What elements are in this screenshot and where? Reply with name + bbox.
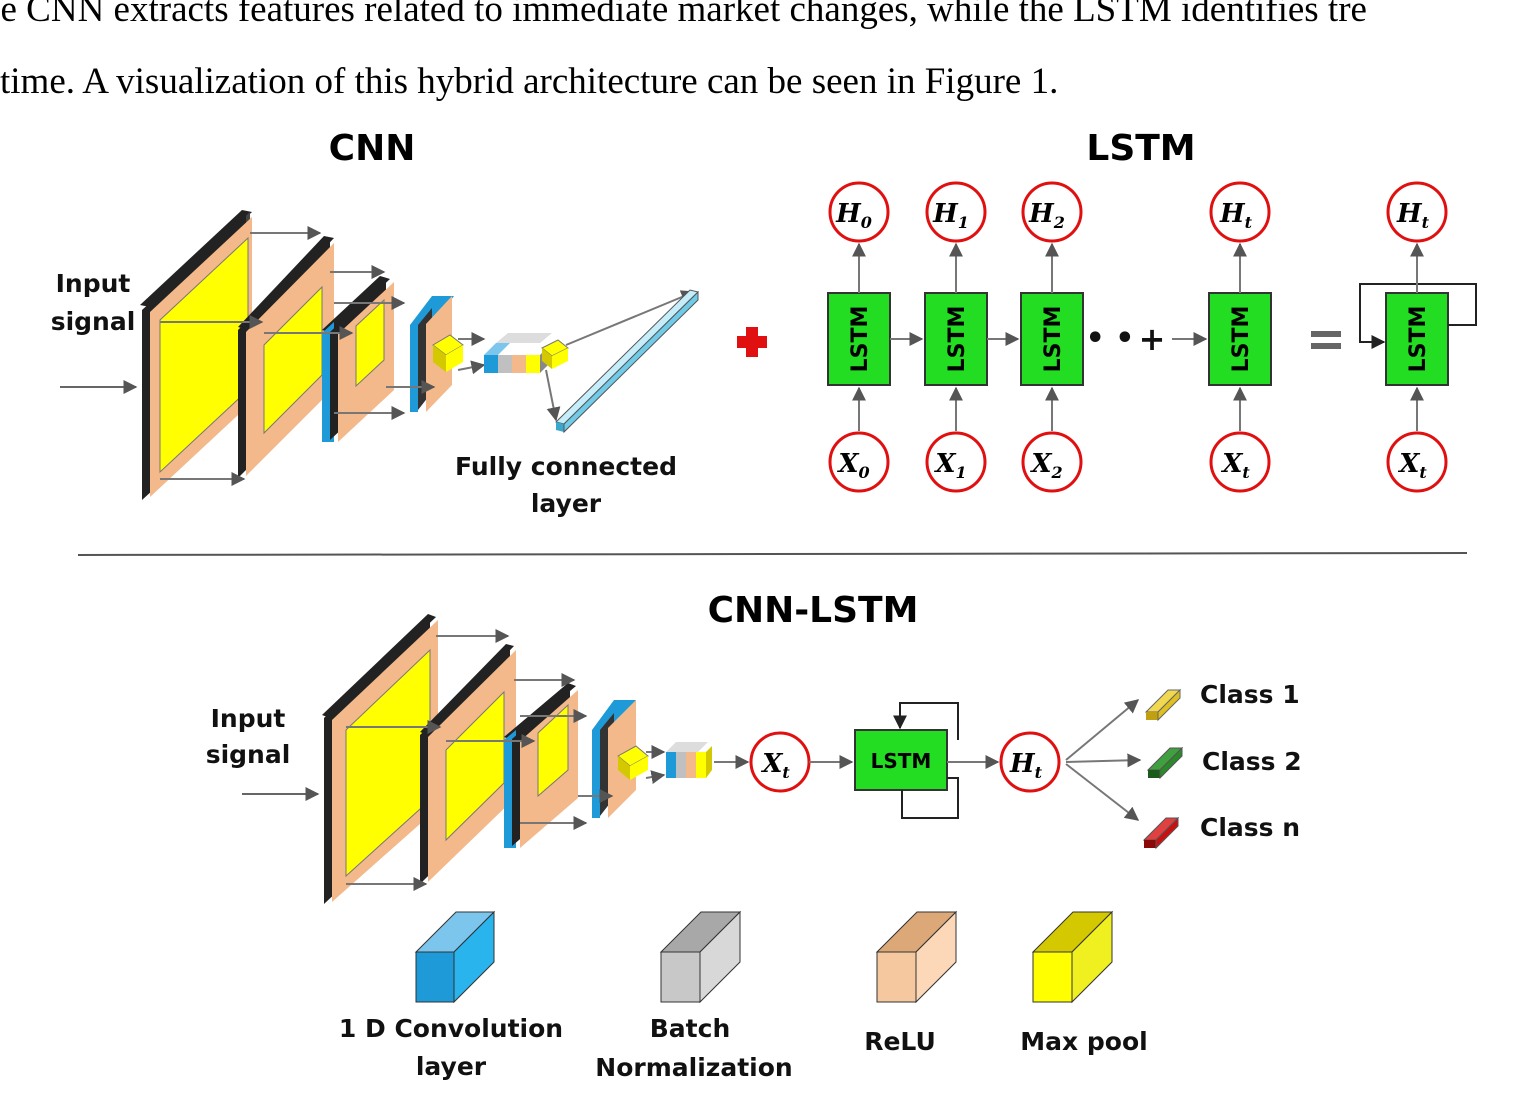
cnn-arrows xyxy=(160,226,486,486)
section-divider xyxy=(77,552,1468,556)
svg-text:X0: X0 xyxy=(836,449,869,482)
hidden-state-h0: H0 xyxy=(828,181,890,243)
cnn-block-2 xyxy=(238,236,334,478)
hybrid-hidden-ht: Ht xyxy=(999,731,1061,793)
paragraph-line-1: ne CNN extracts features related to imme… xyxy=(0,0,1367,30)
cnn-block-1 xyxy=(140,210,252,500)
class-arrows xyxy=(1065,699,1142,821)
legend-conv-label-line2: layer xyxy=(416,1052,487,1081)
lstm-title: LSTM xyxy=(1086,128,1195,169)
fc-label-line2: layer xyxy=(531,489,602,518)
lstm-cell-2: LSTM xyxy=(1020,292,1084,386)
svg-text:Ht: Ht xyxy=(1009,749,1043,782)
hybrid-cnn-arrows xyxy=(346,629,666,891)
hidden-state-h1: H1 xyxy=(925,181,987,243)
class-n-icon xyxy=(1142,816,1180,850)
hidden-state-ht: Ht xyxy=(1209,181,1271,243)
input-x2: X2 xyxy=(1021,431,1083,493)
hidden-state-ht-rolled: Ht xyxy=(1386,181,1448,243)
legend-conv-cube xyxy=(414,910,496,1004)
input-x0: X0 xyxy=(828,431,890,493)
legend-bn-label-line2: Normalization xyxy=(595,1053,792,1082)
svg-text:Xt: Xt xyxy=(760,749,790,782)
lstm-vertical-arrows xyxy=(852,242,1424,431)
lstm-cell-0: LSTM xyxy=(827,292,891,386)
legend-relu-cube xyxy=(875,910,958,1004)
paragraph-line-2: time. A visualization of this hybrid arc… xyxy=(0,62,1059,102)
cnn-feature-stack xyxy=(484,333,569,373)
legend-maxpool-cube xyxy=(1031,910,1114,1004)
input-label-line2: signal xyxy=(51,307,136,336)
svg-text:LSTM: LSTM xyxy=(1041,306,1066,373)
equals-icon xyxy=(1311,331,1341,349)
svg-text:H2: H2 xyxy=(1028,199,1065,232)
legend-bn-label-line1: Batch xyxy=(650,1014,731,1043)
input-xt: Xt xyxy=(1209,431,1271,493)
lstm-plus: + xyxy=(1139,320,1166,358)
hybrid-input-label-line1: Input xyxy=(211,704,286,733)
svg-text:LSTM: LSTM xyxy=(945,306,970,373)
hybrid-cnn-block-3 xyxy=(504,683,578,848)
svg-text:LSTM: LSTM xyxy=(848,306,873,373)
fully-connected-layer xyxy=(555,289,699,434)
svg-text:X2: X2 xyxy=(1029,449,1062,482)
svg-text:Xt: Xt xyxy=(1220,449,1250,482)
class-n-label: Class n xyxy=(1200,813,1300,842)
hidden-state-h2: H2 xyxy=(1021,181,1083,243)
cnn-title: CNN xyxy=(329,128,416,169)
input-xt-rolled: Xt xyxy=(1386,431,1448,493)
cnn-block-4 xyxy=(410,296,464,412)
class-2-icon xyxy=(1146,746,1184,780)
svg-text:H0: H0 xyxy=(835,199,872,232)
hybrid-cnn-block-4 xyxy=(592,700,649,818)
cnn-block-3 xyxy=(322,276,394,442)
lstm-ellipsis: • • xyxy=(1086,321,1135,356)
legend-batchnorm-cube xyxy=(659,910,742,1004)
svg-text:X1: X1 xyxy=(933,449,966,482)
svg-text:LSTM: LSTM xyxy=(1229,306,1254,373)
svg-text:H1: H1 xyxy=(932,199,969,232)
svg-text:LSTM: LSTM xyxy=(1406,306,1431,373)
fc-label-line1: Fully connected xyxy=(455,452,677,481)
hybrid-cnn-block-2 xyxy=(420,644,516,884)
class-2-label: Class 2 xyxy=(1202,747,1302,776)
lstm-cell-t: LSTM xyxy=(1208,292,1272,386)
svg-text:Ht: Ht xyxy=(1219,199,1253,232)
svg-text:Ht: Ht xyxy=(1396,199,1430,232)
svg-text:LSTM: LSTM xyxy=(871,749,932,773)
class-1-icon xyxy=(1144,688,1182,722)
legend-maxpool-label: Max pool xyxy=(1020,1027,1147,1056)
input-label-line1: Input xyxy=(56,269,131,298)
hybrid-input-xt: Xt xyxy=(749,731,811,793)
hybrid-lstm-cell: LSTM xyxy=(854,729,948,791)
hybrid-cnn-block-1 xyxy=(322,614,438,904)
red-plus-icon xyxy=(737,327,767,357)
class-1-label: Class 1 xyxy=(1200,680,1300,709)
hybrid-feature-stack xyxy=(666,742,712,778)
hybrid-recurrent-loop xyxy=(893,702,959,740)
hybrid-input-label-line2: signal xyxy=(206,740,291,769)
legend-conv-label-line1: 1 D Convolution xyxy=(339,1014,563,1043)
cnn-lstm-title: CNN-LSTM xyxy=(708,590,919,631)
lstm-cell-1: LSTM xyxy=(924,292,988,386)
legend-relu-label: ReLU xyxy=(864,1027,936,1056)
svg-text:Xt: Xt xyxy=(1397,449,1427,482)
lstm-cell-rolled: LSTM xyxy=(1385,292,1449,386)
input-x1: X1 xyxy=(925,431,987,493)
